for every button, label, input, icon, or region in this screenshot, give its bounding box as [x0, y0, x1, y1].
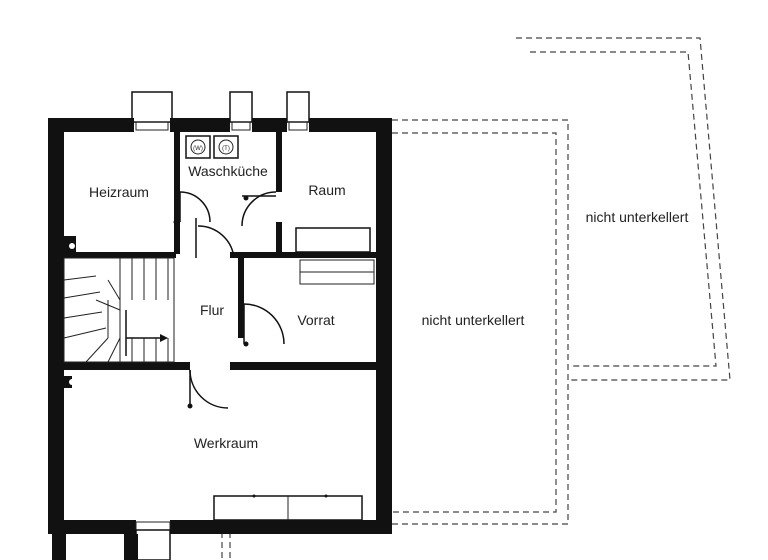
room-label-vorrat: Vorrat [297, 312, 334, 328]
area-label-center: nicht unterkellert [422, 312, 525, 328]
dryer: (T) [213, 135, 239, 159]
room-label-raum: Raum [308, 182, 345, 198]
wall-details [69, 243, 75, 385]
room-label-waschkueche: Waschküche [188, 163, 268, 179]
exterior-walls [48, 118, 392, 560]
room-label-flur: Flur [200, 302, 224, 318]
washer-label: (W) [193, 146, 203, 152]
room-label-heizraum: Heizraum [89, 184, 149, 200]
unexcavated-outlines [221, 37, 731, 560]
washing-machine: (W) [185, 135, 211, 159]
light-wells [131, 91, 310, 131]
room-label-werkraum: Werkraum [194, 435, 258, 451]
bottom-light-well [135, 521, 171, 560]
staircase [63, 257, 175, 363]
doors [173, 191, 285, 409]
dryer-label: (T) [222, 146, 230, 152]
furniture [213, 227, 375, 521]
area-label-right: nicht unterkellert [586, 209, 689, 225]
